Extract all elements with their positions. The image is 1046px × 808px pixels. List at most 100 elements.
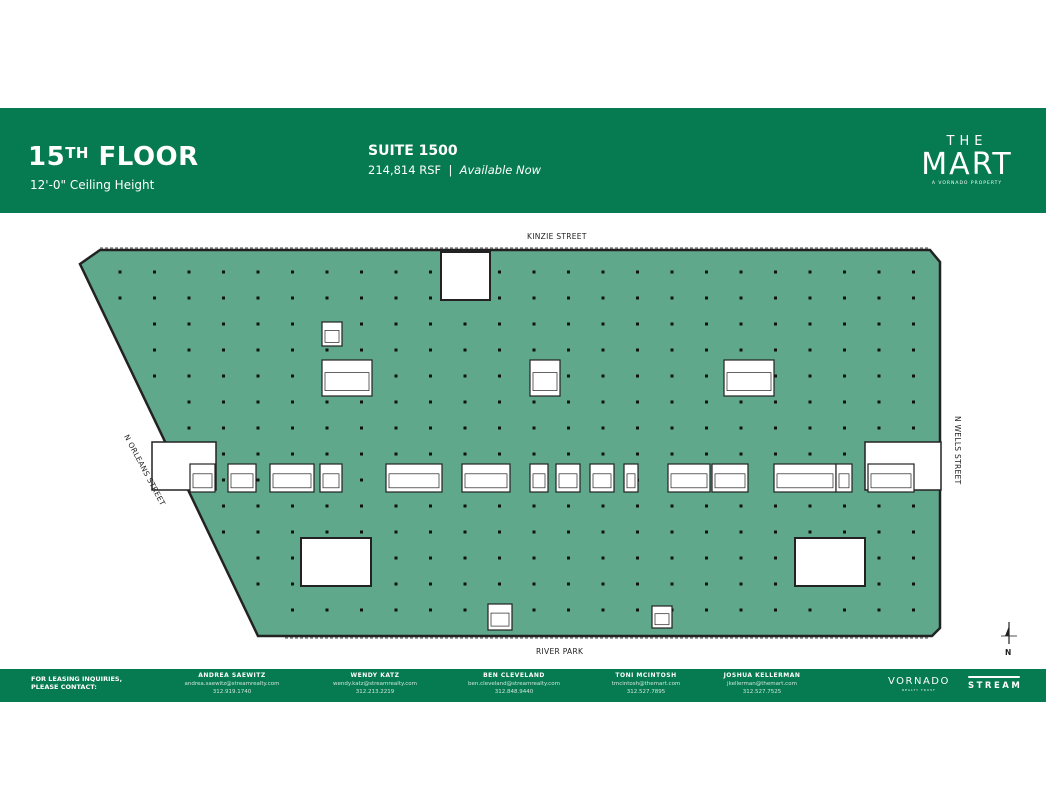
column: [532, 556, 536, 560]
column: [532, 504, 536, 508]
column: [670, 400, 674, 404]
column: [429, 296, 432, 300]
core: [867, 463, 915, 493]
column: [739, 556, 743, 560]
column: [877, 322, 881, 326]
column: [532, 426, 536, 430]
column: [360, 296, 363, 300]
column: [325, 530, 329, 534]
core-detail: [230, 473, 254, 489]
column: [394, 426, 398, 430]
column: [256, 270, 260, 274]
core-detail: [626, 473, 636, 489]
column: [325, 348, 329, 352]
contact-email[interactable]: tmcintosh@themart.com: [611, 681, 681, 687]
column: [601, 322, 605, 326]
core: [723, 359, 775, 397]
column: [153, 270, 156, 274]
column: [808, 608, 812, 612]
column: [636, 608, 639, 612]
column: [670, 270, 674, 274]
column: [774, 374, 777, 378]
core-detail: [870, 473, 912, 489]
street-label-east: N WELLS STREET: [953, 416, 962, 485]
contact-email[interactable]: wendy.katz@streamrealty.com: [333, 681, 417, 687]
column: [567, 530, 570, 534]
column: [567, 374, 570, 378]
core: [385, 463, 443, 493]
column: [567, 608, 570, 612]
column: [912, 322, 915, 326]
column: [774, 530, 777, 534]
column: [601, 608, 605, 612]
contact-name: TONI MCINTOSH: [615, 672, 677, 679]
column: [670, 374, 674, 378]
column: [256, 582, 260, 586]
column: [636, 426, 639, 430]
contact-email[interactable]: jkellerman@themart.com: [727, 681, 797, 687]
contact-email[interactable]: ben.cleveland@streamrealty.com: [468, 681, 560, 687]
core-detail: [532, 372, 558, 391]
column: [877, 296, 881, 300]
column: [394, 582, 398, 586]
column: [153, 296, 156, 300]
contact-name: JOSHUA KELLERMAN: [723, 672, 801, 679]
column: [808, 530, 812, 534]
column: [187, 426, 191, 430]
column: [291, 556, 294, 560]
column: [567, 556, 570, 560]
footer-banner: FOR LEASING INQUIRIES,PLEASE CONTACT: AN…: [0, 669, 1046, 702]
column: [705, 452, 708, 456]
column: [843, 608, 846, 612]
column: [912, 426, 915, 430]
column: [394, 322, 398, 326]
core-detail: [838, 473, 850, 489]
column: [463, 556, 467, 560]
column: [843, 374, 846, 378]
column: [222, 400, 225, 404]
column: [601, 530, 605, 534]
column: [843, 270, 846, 274]
column: [567, 504, 570, 508]
column: [843, 504, 846, 508]
column: [532, 452, 536, 456]
column: [912, 400, 915, 404]
leasing-inquiries-label: FOR LEASING INQUIRIES,PLEASE CONTACT:: [31, 675, 123, 691]
column: [739, 296, 743, 300]
column: [222, 478, 225, 482]
column: [394, 400, 398, 404]
column: [670, 530, 674, 534]
column: [360, 504, 363, 508]
column: [498, 322, 501, 326]
column: [774, 608, 777, 612]
column: [877, 400, 881, 404]
column: [187, 296, 191, 300]
column: [532, 270, 536, 274]
column: [429, 400, 432, 404]
column: [636, 530, 639, 534]
north-arrow-icon: [1001, 622, 1017, 644]
column: [256, 348, 260, 352]
column: [567, 426, 570, 430]
column: [291, 374, 294, 378]
column: [636, 374, 639, 378]
column: [739, 270, 743, 274]
column: [394, 452, 398, 456]
column: [291, 504, 294, 508]
column: [705, 556, 708, 560]
column: [567, 296, 570, 300]
column: [256, 556, 260, 560]
column: [739, 608, 743, 612]
column: [912, 556, 915, 560]
column: [360, 478, 363, 482]
core: [711, 463, 749, 493]
contact-email[interactable]: andrea.saewitz@streamrealty.com: [184, 681, 280, 687]
column: [774, 270, 777, 274]
column: [601, 348, 605, 352]
column: [843, 296, 846, 300]
core: [589, 463, 615, 493]
column: [532, 296, 536, 300]
column: [463, 504, 467, 508]
core-detail: [324, 372, 370, 391]
